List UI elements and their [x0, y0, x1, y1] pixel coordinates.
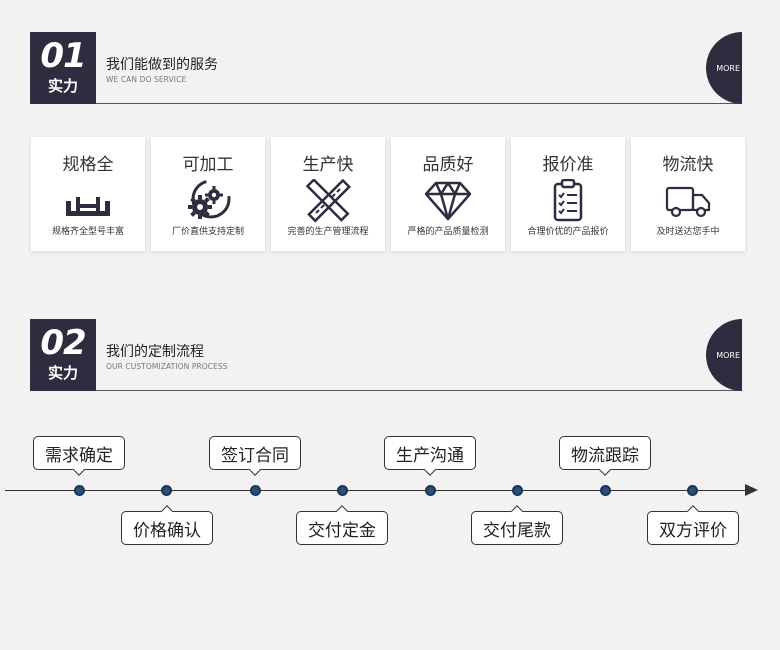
timeline-dot [161, 485, 172, 496]
more-button[interactable]: MORE [706, 32, 742, 104]
timeline-dot [337, 485, 348, 496]
card-title: 生产快 [302, 155, 354, 175]
timeline-dot [600, 485, 611, 496]
process-step: 需求确定 [33, 436, 125, 470]
section-number-badge: 01 实力 [30, 32, 96, 104]
card-desc: 规格齐全型号丰富 [51, 227, 124, 237]
section-header-process: 02 实力 我们的定制流程 OUR CUSTOMIZATION PROCESS … [30, 319, 742, 391]
service-card-production: 生产快 完善的生产管理流程 [271, 137, 385, 251]
timeline-dot [250, 485, 261, 496]
ruler-pencil-icon [305, 179, 351, 223]
process-step: 生产沟通 [384, 436, 476, 470]
process-step: 交付定金 [296, 511, 388, 545]
section-label: 实力 [47, 364, 78, 382]
card-desc: 厂价直供支持定制 [171, 227, 244, 237]
card-desc: 严格的产品质量检测 [407, 227, 489, 237]
section-divider [96, 103, 742, 104]
service-card-quality: 品质好 严格的产品质量检测 [391, 137, 505, 251]
service-card-quote: 报价准 合理价优的产品报价 [511, 137, 625, 251]
card-title: 品质好 [422, 155, 474, 175]
timeline-dot [687, 485, 698, 496]
more-button[interactable]: MORE [706, 319, 742, 391]
process-step: 交付尾款 [471, 511, 563, 545]
card-desc: 完善的生产管理流程 [287, 227, 369, 237]
truck-icon [665, 186, 711, 218]
section-title: 我们能做到的服务 [106, 57, 218, 73]
arrow-right-icon [745, 484, 758, 496]
diamond-icon [424, 181, 472, 221]
process-step: 价格确认 [121, 511, 213, 545]
process-step: 物流跟踪 [559, 436, 651, 470]
timeline-dot [512, 485, 523, 496]
service-card-processing: 可加工 厂价直供支持定制 [151, 137, 265, 251]
card-desc: 及时送达您手中 [656, 227, 720, 237]
section-label: 实力 [47, 77, 78, 95]
card-title: 可加工 [182, 155, 234, 175]
section-number: 01 [40, 36, 86, 76]
timeline-dot [425, 485, 436, 496]
card-title: 规格全 [62, 155, 114, 175]
clipboard-icon [553, 179, 583, 222]
service-card-logistics: 物流快 及时送达您手中 [631, 137, 745, 251]
card-title: 物流快 [662, 155, 714, 175]
process-step: 双方评价 [647, 511, 739, 545]
section-subtitle: WE CAN DO SERVICE [106, 75, 187, 84]
card-title: 报价准 [542, 155, 594, 175]
section-subtitle: OUR CUSTOMIZATION PROCESS [106, 362, 228, 371]
service-card-specs: 规格全 规格齐全型号丰富 [31, 137, 145, 251]
section-header-services: 01 实力 我们能做到的服务 WE CAN DO SERVICE MORE [30, 32, 742, 104]
gears-icon [188, 179, 231, 219]
section-number-badge: 02 实力 [30, 319, 96, 391]
process-step: 签订合同 [209, 436, 301, 470]
shelves-icon [66, 197, 110, 216]
section-divider [96, 390, 742, 391]
section-title: 我们的定制流程 [106, 344, 204, 360]
card-desc: 合理价优的产品报价 [527, 227, 609, 237]
process-timeline: 需求确定 价格确认 签订合同 交付定金 生产沟通 交付尾款 物流跟踪 双方评价 [0, 420, 780, 560]
timeline-line [5, 490, 747, 491]
timeline-dot [74, 485, 85, 496]
section-number: 02 [40, 323, 86, 363]
